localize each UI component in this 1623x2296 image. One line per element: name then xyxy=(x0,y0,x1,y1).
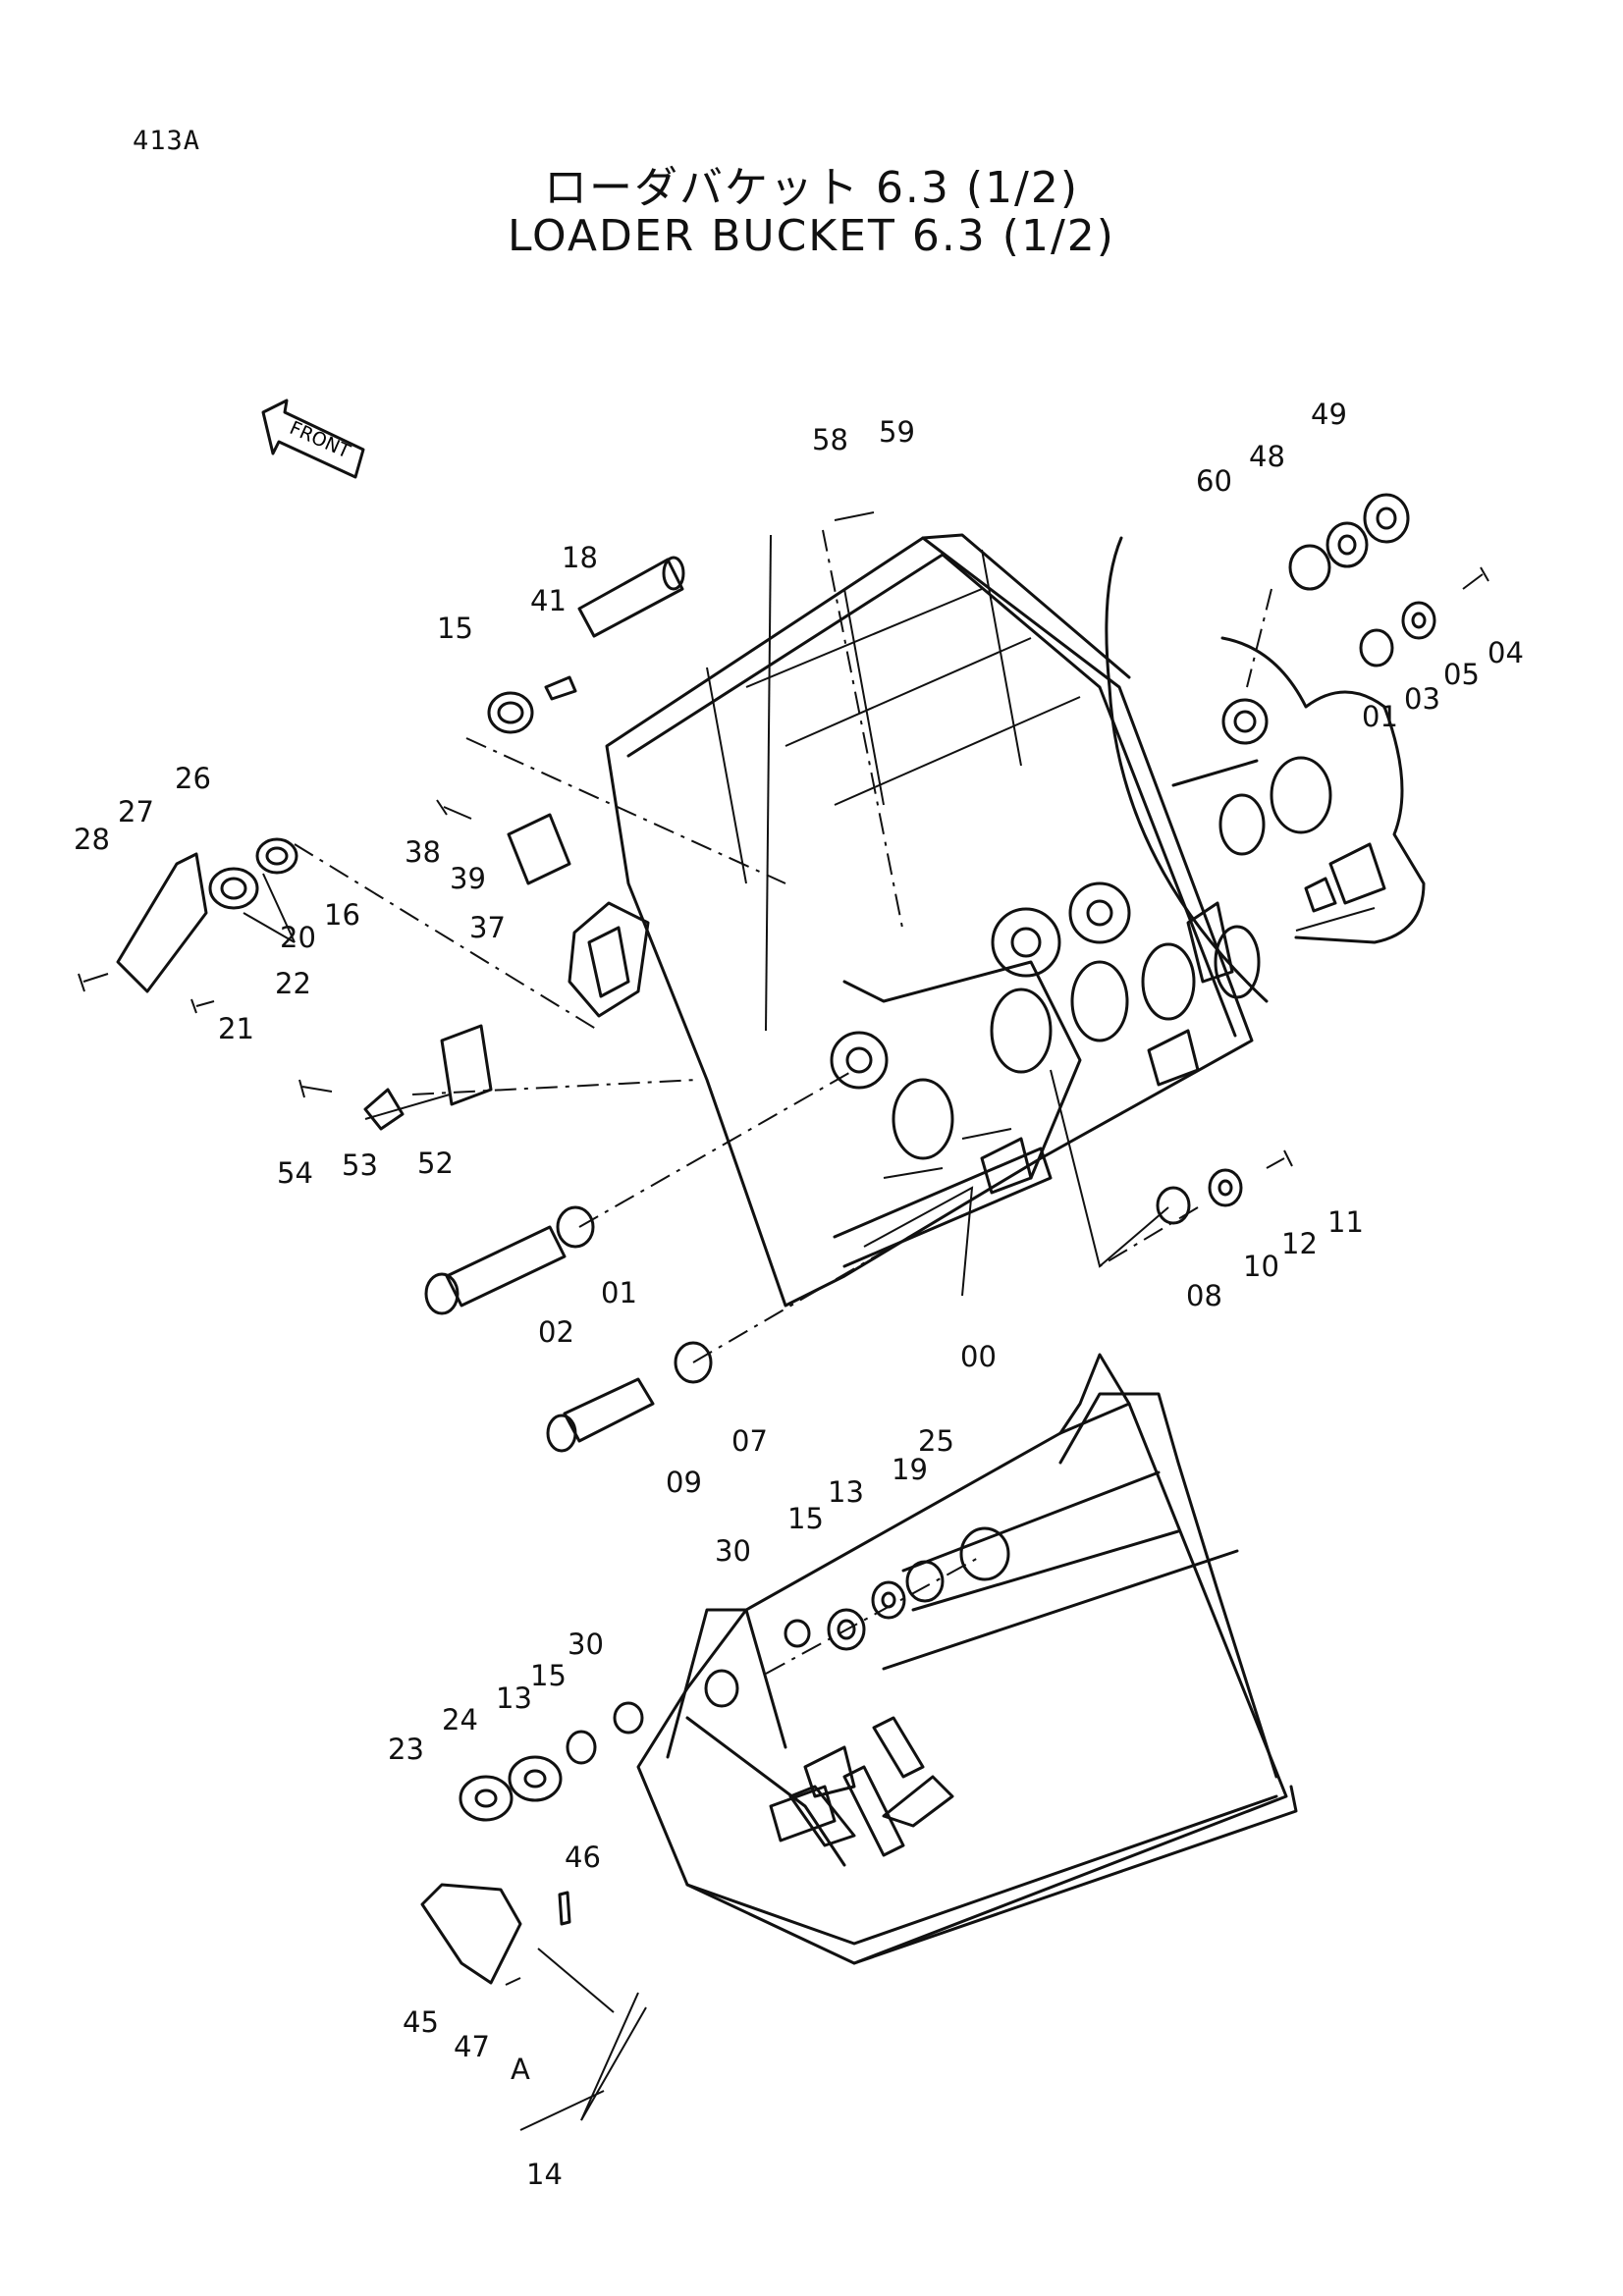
front-label: FRONT xyxy=(287,417,354,463)
callout-30-upper: 30 xyxy=(715,1534,751,1568)
callout-11: 11 xyxy=(1327,1205,1364,1239)
front-arrow-icon: FRONT xyxy=(261,399,365,479)
callout-10: 10 xyxy=(1243,1250,1279,1283)
callout-21: 21 xyxy=(218,1012,254,1045)
callout-23: 23 xyxy=(388,1733,424,1766)
callout-08: 08 xyxy=(1186,1279,1222,1312)
callout-52: 52 xyxy=(417,1147,454,1180)
callout-48: 48 xyxy=(1249,440,1285,473)
callout-13-upper: 13 xyxy=(828,1475,864,1509)
lower-bucket xyxy=(636,1353,1298,1965)
callout-28: 28 xyxy=(74,823,110,856)
callout-14: 14 xyxy=(526,2158,563,2191)
callout-46: 46 xyxy=(565,1841,601,1874)
callout-53: 53 xyxy=(342,1148,378,1182)
callout-41: 41 xyxy=(530,584,567,617)
callout-20: 20 xyxy=(280,921,316,954)
callout-45: 45 xyxy=(403,2005,439,2039)
callout-27: 27 xyxy=(118,795,154,828)
leader-lines xyxy=(243,534,1169,2131)
callout-15-mid: 15 xyxy=(787,1502,824,1535)
title-japanese: ローダバケット 6.3 (1/2) xyxy=(543,163,1080,213)
callout-01-left: 01 xyxy=(601,1276,637,1309)
callout-13-lower: 13 xyxy=(496,1682,532,1715)
callout-09: 09 xyxy=(666,1466,702,1499)
title-english: LOADER BUCKET 6.3 (1/2) xyxy=(508,211,1115,261)
part-callouts: 00 01 01 02 03 04 05 07 08 09 10 11 12 1… xyxy=(74,398,1524,2191)
callout-19: 19 xyxy=(892,1453,928,1486)
callout-47: 47 xyxy=(454,2030,490,2063)
callout-49: 49 xyxy=(1311,398,1347,431)
callout-16: 16 xyxy=(324,898,360,932)
callout-37: 37 xyxy=(469,911,506,944)
callout-25: 25 xyxy=(918,1424,954,1458)
callout-58: 58 xyxy=(812,423,848,456)
callout-04: 04 xyxy=(1488,636,1524,669)
callout-60: 60 xyxy=(1196,464,1232,498)
callout-26: 26 xyxy=(175,762,211,795)
callout-01-right: 01 xyxy=(1362,700,1398,733)
callout-07: 07 xyxy=(731,1424,768,1458)
callout-18: 18 xyxy=(562,541,598,574)
callout-12: 12 xyxy=(1281,1227,1318,1260)
callout-A: A xyxy=(511,2053,530,2086)
callout-39: 39 xyxy=(450,862,486,895)
callout-15-lower: 15 xyxy=(530,1659,567,1692)
loose-parts xyxy=(78,493,1489,1986)
callout-00: 00 xyxy=(960,1340,997,1373)
inset-detail xyxy=(1105,536,1426,1003)
assembly-lines xyxy=(294,529,1272,1675)
callout-38: 38 xyxy=(405,835,441,869)
callout-30-lower: 30 xyxy=(568,1628,604,1661)
bucket-frame xyxy=(568,533,1261,1308)
callout-59: 59 xyxy=(879,415,915,449)
callout-05: 05 xyxy=(1443,658,1480,691)
callout-22: 22 xyxy=(275,967,311,1000)
callout-03: 03 xyxy=(1404,682,1440,716)
callout-24: 24 xyxy=(442,1703,478,1736)
callout-15-top: 15 xyxy=(437,612,473,645)
callout-02: 02 xyxy=(538,1315,574,1349)
page-code: 413A xyxy=(133,126,201,156)
callout-54: 54 xyxy=(277,1156,313,1190)
